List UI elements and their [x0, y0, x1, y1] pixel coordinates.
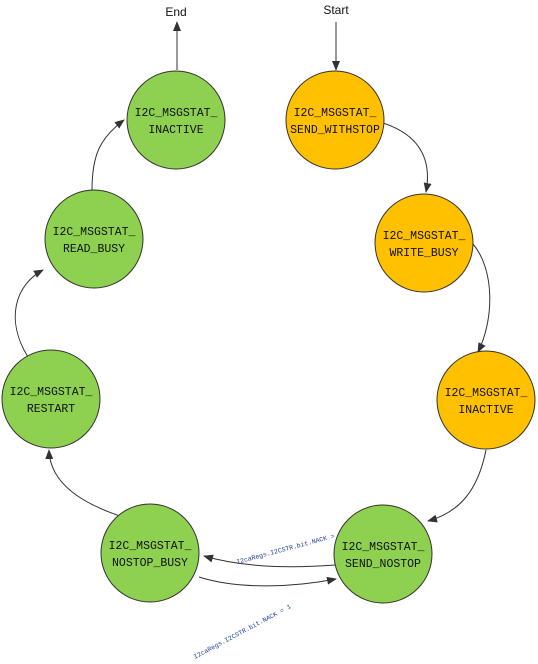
state-label-line1: I2C_MSGSTAT_	[445, 387, 528, 400]
start-label: Start	[323, 3, 349, 17]
state-label-line2: WRITE_BUSY	[389, 247, 458, 260]
state-label-line2: READ_BUSY	[63, 243, 125, 256]
state-node-send-withstop[interactable]: I2C_MSGSTAT_ SEND_WITHSTOP	[285, 70, 385, 170]
state-circle	[333, 504, 433, 604]
edge-nostop-busy-to-restart	[45, 449, 127, 519]
state-node-inactive-right[interactable]: I2C_MSGSTAT_ INACTIVE	[436, 350, 536, 450]
state-node-restart[interactable]: I2C_MSGSTAT_ RESTART	[1, 349, 101, 449]
state-label-line1: I2C_MSGSTAT_	[135, 107, 218, 120]
state-circle	[100, 503, 200, 603]
state-circle	[1, 349, 101, 449]
state-circle	[436, 350, 536, 450]
state-label-line1: I2C_MSGSTAT_	[383, 230, 466, 243]
edge-read-busy-to-inactive	[91, 119, 125, 191]
state-label-line2: SEND_WITHSTOP	[290, 124, 380, 137]
state-node-nostop-busy[interactable]: I2C_MSGSTAT_ NOSTOP_BUSY	[100, 503, 200, 603]
edge-send-nostop-to-nostop-busy	[203, 554, 336, 568]
edge-inactive-to-send-nostop	[427, 449, 487, 523]
state-circle	[126, 70, 226, 170]
state-node-write-busy[interactable]: I2C_MSGSTAT_ WRITE_BUSY	[374, 193, 474, 293]
state-label-line2: INACTIVE	[148, 124, 203, 137]
edge-send-withstop-to-write-busy	[382, 122, 432, 193]
state-label-line1: I2C_MSGSTAT_	[10, 386, 93, 399]
state-circle	[374, 193, 474, 293]
state-node-inactive-left[interactable]: I2C_MSGSTAT_ INACTIVE	[126, 70, 226, 170]
state-label-line1: I2C_MSGSTAT_	[342, 541, 425, 554]
state-label-line1: I2C_MSGSTAT_	[53, 226, 136, 239]
edge-write-busy-to-inactive	[472, 243, 491, 353]
state-node-read-busy[interactable]: I2C_MSGSTAT_ READ_BUSY	[44, 189, 144, 289]
edge-restart-to-read-busy	[14, 269, 44, 358]
state-label-line1: I2C_MSGSTAT_	[109, 540, 192, 553]
state-circle	[44, 189, 144, 289]
state-circle	[285, 70, 385, 170]
state-label-line2: NOSTOP_BUSY	[112, 557, 188, 570]
state-label-line2: SEND_NOSTOP	[345, 558, 421, 571]
edges	[14, 21, 491, 587]
state-label-line1: I2C_MSGSTAT_	[294, 107, 377, 120]
state-node-send-nostop[interactable]: I2C_MSGSTAT_ SEND_NOSTOP	[333, 504, 433, 604]
condition-nack-0: I2caRegs.I2CSTR.bit.NACK = 0	[236, 531, 343, 566]
edge-nostop-busy-to-send-nostop	[198, 576, 337, 587]
end-label: End	[165, 5, 186, 19]
condition-nack-1: I2caRegs.I2CSTR.bit.NACK = 1	[193, 603, 293, 661]
state-label-line2: RESTART	[27, 403, 75, 416]
state-label-line2: INACTIVE	[458, 404, 513, 417]
